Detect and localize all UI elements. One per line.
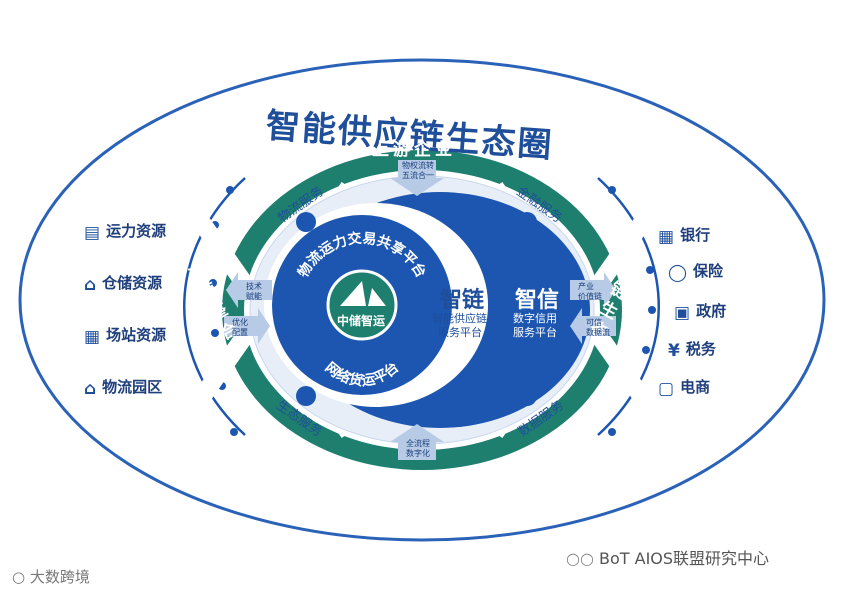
- bottom-arrow-line2: 数字化: [406, 449, 430, 458]
- resource-item-station: ▦ 场站资源: [84, 324, 166, 347]
- resource-item-warehouse: ⌂ 仓储资源: [84, 272, 162, 295]
- right-lower-arrow: [570, 308, 616, 344]
- ecosystem-item-bank: ▦ 银行: [658, 224, 710, 247]
- resource-label: 运力资源: [106, 222, 167, 240]
- resource-label: 场站资源: [106, 326, 167, 344]
- resource-item-park: ⌂ 物流园区: [84, 376, 162, 399]
- warehouse-icon: ⌂: [84, 275, 97, 295]
- right-upper-arrow-line1: 产业: [578, 282, 594, 291]
- ecosystem-label: 政府: [696, 302, 727, 320]
- zhixin-sub-2: 服务平台: [513, 326, 557, 339]
- ecosystem-item-tax: ¥ 税务: [668, 338, 716, 361]
- shopping-bag-icon: ▢: [658, 379, 675, 399]
- right-connector-arc: [597, 177, 661, 436]
- right-lower-arrow-line1: 可信: [586, 318, 602, 327]
- downstream-label: 下游企业: [372, 473, 456, 493]
- ship-logo-icon: [340, 281, 386, 306]
- ecosystem-item-insurance: ◯ 保险: [668, 260, 723, 283]
- left-upper-arrow-line2: 赋能: [246, 292, 262, 301]
- right-upper-arrow-line2: 价值链: [578, 292, 602, 301]
- truck-icon: ▤: [84, 223, 101, 243]
- resource-label: 物流园区: [102, 378, 163, 396]
- watermark-left-text: 大数跨境: [29, 568, 90, 586]
- right-lower-arrow-line2: 数据流: [586, 328, 610, 337]
- tax-icon: ¥: [668, 341, 680, 361]
- bottom-arrow-line1: 全流程: [406, 439, 430, 448]
- top-arrow: [390, 160, 444, 196]
- top-arrow-line1: 物权流转: [402, 161, 434, 170]
- zhixin-sub-1: 数字信用: [513, 312, 557, 325]
- zhilian-sub-2: 服务平台: [438, 326, 482, 339]
- resource-item-capacity: ▤ 运力资源: [84, 220, 166, 243]
- zhilian-title: 智链: [440, 288, 485, 313]
- government-icon: ▣: [674, 303, 691, 323]
- left-upper-arrow: [226, 272, 272, 308]
- watermark-right-text: BoT AIOS联盟研究中心: [599, 549, 770, 568]
- left-lower-arrow: [224, 308, 270, 344]
- wechat-icon: ○○: [566, 549, 594, 568]
- ecosystem-item-ecommerce: ▢ 电商: [658, 376, 710, 399]
- bottom-arrow: [390, 424, 444, 460]
- ecosystem-label: 银行: [680, 226, 711, 244]
- watermark-left: ○ 大数跨境: [12, 566, 90, 587]
- shield-icon: ◯: [668, 263, 688, 283]
- top-arrow-line2: 五流合一: [402, 171, 434, 180]
- left-lower-arrow-line1: 优化: [232, 318, 248, 327]
- left-upper-arrow-line1: 技术: [246, 282, 262, 291]
- upstream-label: 上游企业: [372, 140, 456, 160]
- watermark-logo-icon: ○: [12, 568, 26, 586]
- park-icon: ⌂: [84, 379, 97, 399]
- zhilian-sub-1: 智能供应链: [432, 312, 487, 325]
- ecosystem-label: 税务: [685, 340, 716, 358]
- logo-text: 中储智运: [337, 314, 386, 328]
- right-upper-arrow: [570, 272, 616, 308]
- zhixin-title: 智信: [515, 288, 560, 313]
- ecosystem-label: 电商: [680, 378, 711, 396]
- map-icon: ▦: [84, 327, 101, 347]
- ecosystem-item-government: ▣ 政府: [674, 300, 726, 323]
- left-lower-arrow-line2: 配置: [232, 328, 248, 337]
- ecosystem-label: 保险: [693, 262, 724, 280]
- left-connector-arc: [182, 177, 246, 436]
- resource-label: 仓储资源: [102, 274, 163, 292]
- bank-icon: ▦: [658, 227, 675, 247]
- watermark-right: ○○ BoT AIOS联盟研究中心: [566, 545, 769, 569]
